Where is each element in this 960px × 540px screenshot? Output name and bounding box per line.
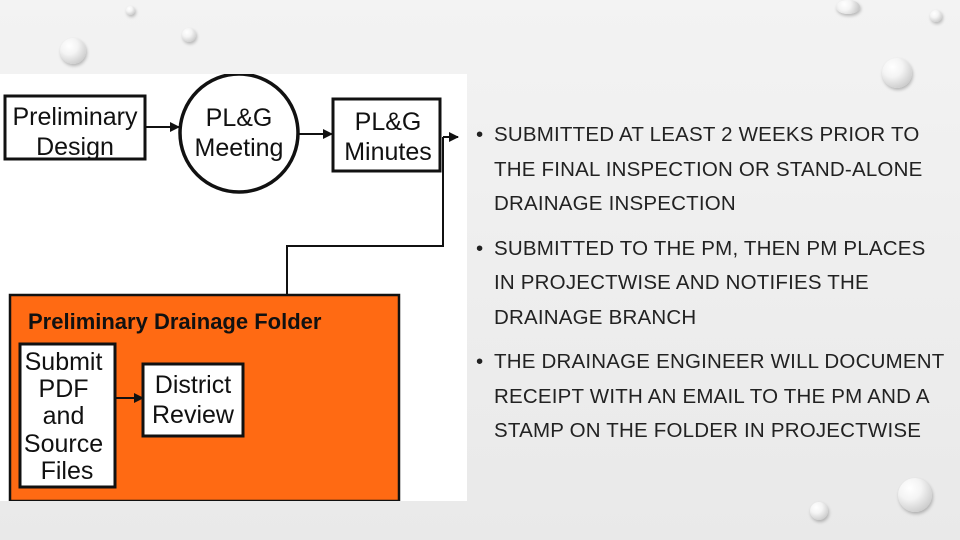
bullet-marker: • — [476, 236, 484, 260]
water-droplet — [898, 478, 932, 512]
water-droplet — [126, 6, 135, 15]
bullet-item: • SUBMITTED TO THE PM, THEN PM PLACES IN … — [472, 232, 952, 336]
submit-box — [18, 342, 117, 489]
bullet-marker: • — [476, 350, 484, 373]
connector-folder-to-minutes — [286, 137, 444, 294]
bullet-marker: • — [476, 123, 484, 146]
water-droplet — [182, 28, 196, 42]
district-review-box — [141, 362, 245, 438]
plg-meeting-circle — [178, 74, 300, 194]
submit-label: Submit PDF and Source Files — [24, 348, 110, 485]
bullet-text: SUBMITTED AT LEAST 2 WEEKS PRIOR TO THE … — [494, 123, 923, 215]
preliminary-design-box — [3, 94, 147, 161]
water-droplet — [930, 10, 942, 22]
bullet-item: • THE DRAINAGE ENGINEER WILL DOCUMENT REC… — [472, 345, 952, 449]
bullet-text: SUBMITTED TO THE PM, THEN PM PLACES IN P… — [494, 236, 926, 329]
bullet-list: • SUBMITTED AT LEAST 2 WEEKS PRIOR TO THE… — [472, 118, 952, 459]
water-droplet — [882, 58, 912, 88]
water-droplet — [810, 502, 828, 520]
drainage-folder-title: Preliminary Drainage Folder — [28, 309, 322, 334]
water-droplet — [836, 0, 860, 14]
bullet-item: • SUBMITTED AT LEAST 2 WEEKS PRIOR TO THE… — [472, 118, 952, 222]
water-droplet — [60, 38, 86, 64]
bullet-text: THE DRAINAGE ENGINEER WILL DOCUMENT RECE… — [494, 350, 945, 442]
plg-minutes-box — [331, 97, 442, 173]
